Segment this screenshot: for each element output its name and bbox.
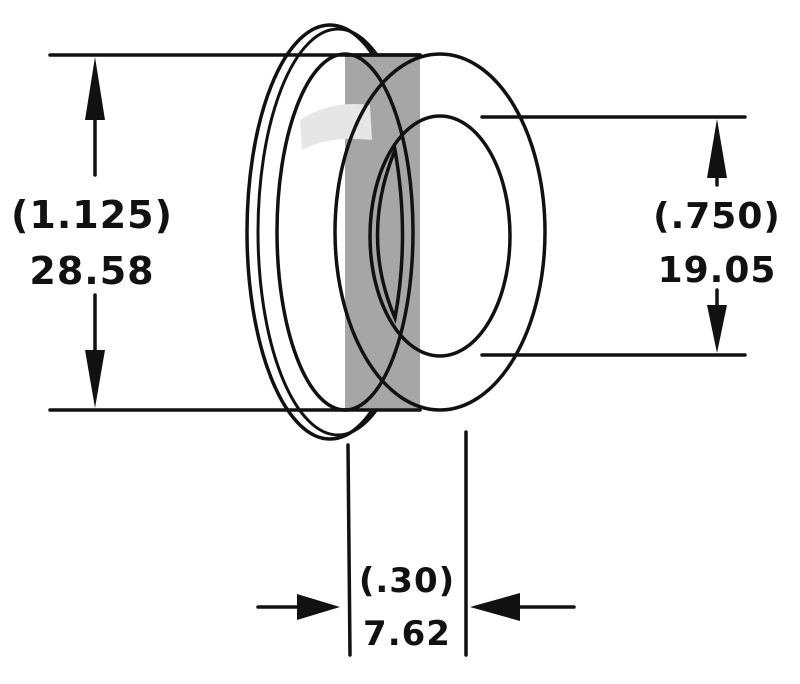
arrow-down-icon — [707, 305, 727, 353]
od-inch-label: (1.125) — [11, 193, 173, 237]
front-face — [333, 52, 547, 412]
band-highlight — [300, 104, 372, 150]
width-inch-label: (.30) — [359, 561, 455, 601]
bore-inner-lip — [375, 143, 405, 325]
arrow-right-icon — [297, 594, 340, 620]
width-dimension: (.30) 7.62 — [256, 430, 576, 657]
outer-diameter-dimension: (1.125) 28.58 — [11, 53, 422, 412]
inner-diameter-dimension: (.750) 19.05 — [480, 115, 781, 357]
arrow-down-icon — [85, 350, 105, 408]
outer-band-shade — [345, 55, 420, 410]
bore — [368, 114, 512, 358]
id-mm-label: 19.05 — [658, 250, 777, 291]
width-extension-line-left — [346, 443, 352, 657]
arrow-left-icon — [470, 593, 520, 621]
arrow-up-icon — [85, 57, 105, 120]
bushing-part — [245, 23, 547, 441]
arrow-up-icon — [707, 119, 727, 178]
id-inch-label: (.750) — [653, 196, 781, 237]
width-mm-label: 7.62 — [363, 614, 451, 654]
od-mm-label: 28.58 — [29, 249, 154, 293]
